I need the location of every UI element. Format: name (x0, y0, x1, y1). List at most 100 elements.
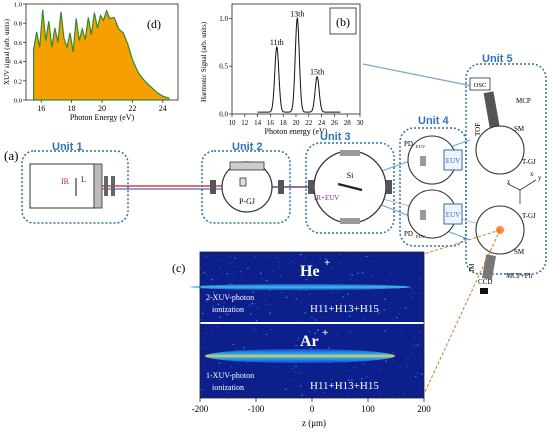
xuv-y-tick-label: 0.0 (14, 98, 22, 105)
speckle-dot (212, 291, 215, 293)
si-label: Si (347, 171, 354, 180)
speckle-dot (304, 337, 306, 339)
axis-z-label: z (507, 178, 510, 186)
speckle-dot (201, 346, 204, 349)
speckle-dot (350, 330, 352, 332)
speckle-dot (399, 366, 401, 368)
axis-x-label: x (530, 170, 534, 178)
speckle-dot (300, 254, 302, 256)
speckle-dot (223, 381, 225, 383)
speckle-dot (280, 275, 282, 277)
speckle-dot (200, 319, 203, 321)
speckle-dot (310, 264, 313, 267)
speckle-dot (242, 389, 244, 391)
ar-process-label: 1-XUV-photon (206, 371, 254, 380)
tof-label: TOF (474, 123, 482, 136)
speckle-dot (398, 313, 401, 315)
speckle-dot (366, 309, 369, 311)
he-harmonics-label: H11+H13+H15 (310, 303, 379, 315)
speckle-dot (319, 258, 321, 260)
speckle-dot (271, 304, 273, 306)
speckle-dot (211, 330, 214, 332)
speckle-dot (218, 362, 221, 364)
unit-3-label: Unit 3 (320, 131, 351, 143)
ar-charge-label: + (322, 327, 328, 339)
speckle-dot (265, 333, 268, 335)
speckle-dot (304, 312, 306, 314)
speckle-dot (234, 257, 236, 259)
pd-top-label: PD (404, 140, 413, 148)
speckle-dot (297, 371, 300, 373)
speckle-dot (239, 371, 242, 374)
speckle-dot (269, 312, 271, 314)
harmonic-spectrum-line (257, 16, 341, 113)
unit-2-label: Unit 2 (232, 141, 263, 153)
speckle-dot (219, 316, 221, 318)
speckle-dot (317, 329, 319, 331)
speckle-dot (223, 302, 225, 304)
speckle-dot (327, 347, 330, 349)
he-process-label: 2-XUV-photon (206, 293, 254, 302)
speckle-dot (365, 255, 368, 257)
speckle-dot (225, 333, 228, 335)
speckle-dot (410, 352, 413, 354)
speckle-dot (206, 299, 208, 301)
speckle-dot (251, 304, 253, 306)
speckle-dot (386, 280, 388, 282)
speckle-dot (212, 300, 215, 302)
speckle-dot (200, 388, 202, 391)
speckle-dot (234, 295, 237, 297)
ion-image-x-tick-label: 200 (417, 404, 431, 414)
speckle-dot (418, 278, 421, 280)
speckle-dot (295, 365, 297, 367)
speckle-dot (247, 267, 249, 269)
speckle-dot (307, 276, 309, 278)
speckle-dot (344, 361, 347, 363)
xuv-y-axis-label: XUV signal (arb. units) (3, 18, 11, 85)
speckle-dot (325, 333, 328, 335)
ion-image-x-axis-label: z (μm) (302, 418, 326, 428)
speckle-dot (349, 278, 352, 281)
harmonic-x-tick-label: 12 (241, 119, 249, 127)
speckle-dot (373, 294, 375, 296)
speckle-dot (404, 307, 407, 309)
ion-image-x-tick-label: 100 (361, 404, 375, 414)
speckle-dot (419, 292, 422, 295)
speckle-dot (249, 313, 252, 315)
speckle-dot (205, 274, 208, 276)
oscilloscope-box (469, 77, 491, 91)
speckle-dot (269, 328, 272, 331)
speckle-dot (335, 334, 338, 336)
speckle-dot (353, 367, 356, 369)
speckle-dot (351, 274, 353, 276)
speckle-dot (346, 311, 348, 313)
speckle-dot (205, 256, 207, 258)
speckle-dot (230, 366, 232, 368)
speckle-dot (406, 367, 409, 369)
speckle-dot (384, 330, 386, 332)
speckle-dot (350, 379, 353, 381)
speckle-dot (279, 292, 282, 294)
speckle-dot (314, 332, 316, 334)
speckle-dot (285, 296, 288, 298)
speckle-dot (325, 258, 327, 260)
unit-2: Unit 2 P-GJ (201, 141, 291, 224)
speckle-dot (278, 261, 280, 263)
he-ion-trace (190, 284, 410, 290)
speckle-dot (228, 256, 231, 258)
speckle-dot (383, 309, 385, 311)
speckle-dot (211, 279, 213, 281)
unit-2-frame (201, 150, 291, 224)
speckle-dot (246, 362, 248, 364)
speckle-dot (253, 327, 255, 329)
speckle-dot (291, 260, 294, 262)
speckle-dot (420, 373, 423, 375)
speckle-dot (227, 263, 230, 265)
speckle-dot (364, 318, 366, 320)
speckle-dot (237, 378, 239, 380)
speckle-dot (240, 309, 243, 311)
speckle-dot (225, 313, 228, 315)
speckle-dot (241, 277, 243, 279)
xuv-y-tick-label: 0.2 (14, 78, 22, 85)
speckle-dot (380, 392, 383, 394)
